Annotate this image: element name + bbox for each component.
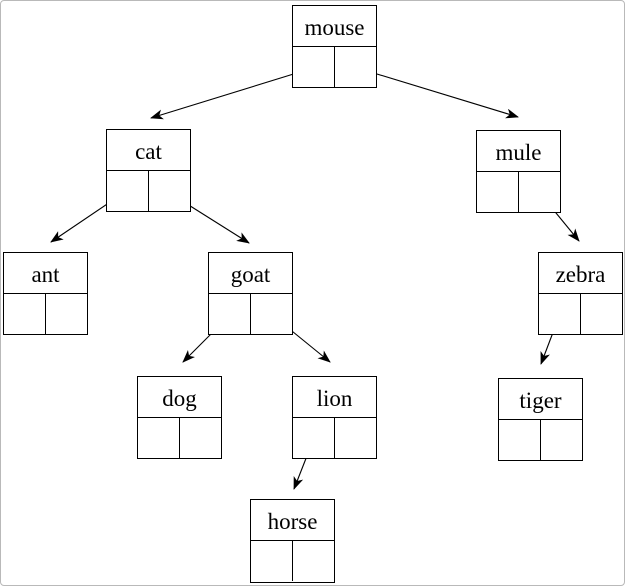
node-label: tiger [499,379,582,420]
left-pointer-cell [251,541,293,581]
pointer-cells [477,172,560,212]
right-pointer-cell [293,541,335,581]
pointer-cells [209,294,292,334]
tree-node-ant: ant [3,252,88,335]
pointer-cells [138,418,221,458]
node-label: lion [293,377,376,418]
tree-node-goat: goat [208,252,293,335]
left-pointer-cell [293,418,335,458]
left-pointer-cell [539,294,581,334]
right-pointer-cell [46,294,88,334]
edge-mouse-cat [150,67,314,120]
pointer-cells [4,294,87,334]
tree-node-mouse: mouse [292,5,377,88]
right-pointer-cell [335,418,377,458]
left-pointer-cell [477,172,519,212]
pointer-cells [107,171,190,211]
left-pointer-cell [107,171,149,211]
tree-node-mule: mule [476,130,561,213]
edge-mouse-mule [353,66,519,119]
node-label: goat [209,253,292,294]
tree-node-tiger: tiger [498,378,583,461]
node-label: mule [477,131,560,172]
tree-node-horse: horse [250,499,335,583]
pointer-cells [539,294,622,334]
pointer-cells [251,541,334,581]
tree-node-cat: cat [106,129,191,212]
node-label: cat [107,130,190,171]
node-label: mouse [293,6,376,47]
left-pointer-cell [138,418,180,458]
right-pointer-cell [180,418,222,458]
tree-node-lion: lion [292,376,377,459]
right-pointer-cell [251,294,293,334]
node-label: zebra [539,253,622,294]
right-pointer-cell [335,47,377,87]
pointer-cells [499,420,582,460]
pointer-cells [293,47,376,87]
left-pointer-cell [293,47,335,87]
left-pointer-cell [209,294,251,334]
left-pointer-cell [499,420,541,460]
right-pointer-cell [149,171,191,211]
node-label: horse [251,500,334,541]
left-pointer-cell [4,294,46,334]
pointer-cells [293,418,376,458]
tree-node-dog: dog [137,376,222,459]
node-label: ant [4,253,87,294]
right-pointer-cell [519,172,561,212]
node-label: dog [138,377,221,418]
right-pointer-cell [541,420,583,460]
right-pointer-cell [581,294,623,334]
tree-node-zebra: zebra [538,252,623,335]
